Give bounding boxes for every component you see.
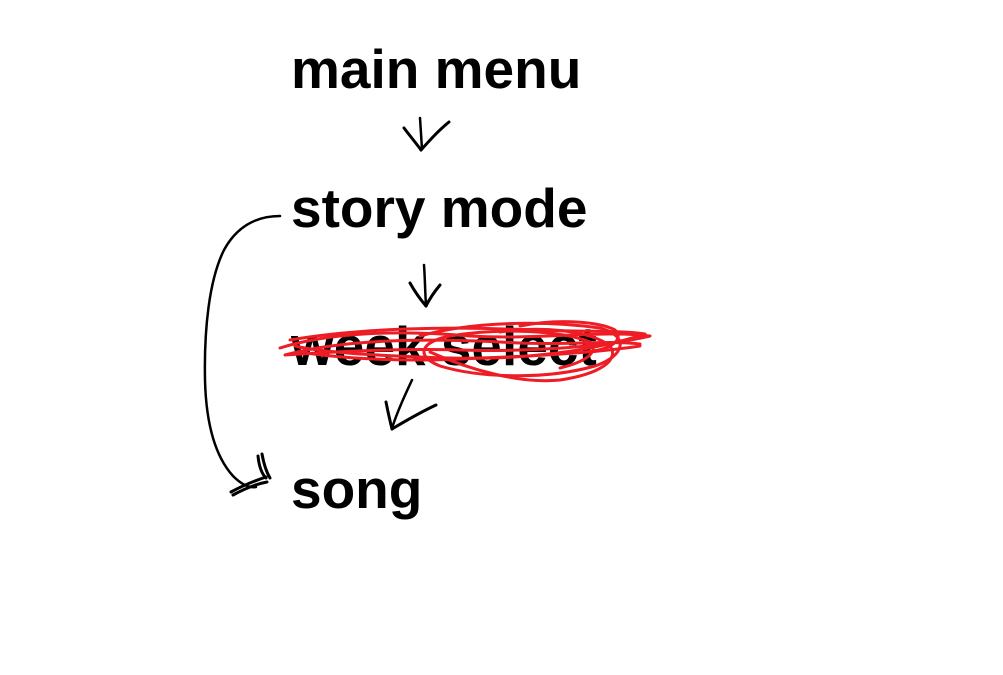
node-main-menu: main menu xyxy=(291,38,581,100)
arrow-week-to-song-icon xyxy=(384,378,438,431)
node-week-select-crossed: week select xyxy=(278,315,652,383)
arrow-main-to-story-icon xyxy=(402,116,451,152)
red-scribble-strikeout-icon xyxy=(278,320,652,383)
curved-arrow-story-to-song-icon xyxy=(203,214,282,497)
node-song: song xyxy=(291,458,422,520)
node-story-mode: story mode xyxy=(291,177,587,239)
arrow-story-to-week-icon xyxy=(408,263,442,308)
